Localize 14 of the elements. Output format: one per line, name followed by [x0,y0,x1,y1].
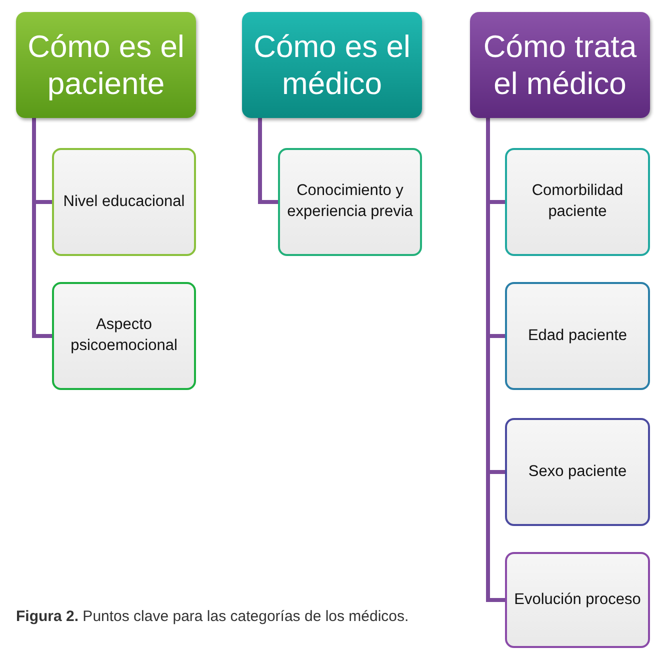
item-card: Nivel educacional [52,148,196,256]
item-card: Comorbilidad paciente [505,148,650,256]
category-header: Cómo es el paciente [16,12,196,118]
connector-line [32,118,52,338]
item-card: Evolución proceso [505,552,650,648]
item-card: Conocimiento y experiencia previa [278,148,422,256]
figure-caption: Figura 2. Puntos clave para las categorías de los médicos. [16,608,409,625]
category-header: Cómo es el médico [242,12,422,118]
connector-line [258,118,278,204]
connector-line [486,118,505,602]
category-header: Cómo trata el médico [470,12,650,118]
item-card: Edad paciente [505,282,650,390]
item-card: Sexo paciente [505,418,650,526]
item-card: Aspecto psicoemocional [52,282,196,390]
